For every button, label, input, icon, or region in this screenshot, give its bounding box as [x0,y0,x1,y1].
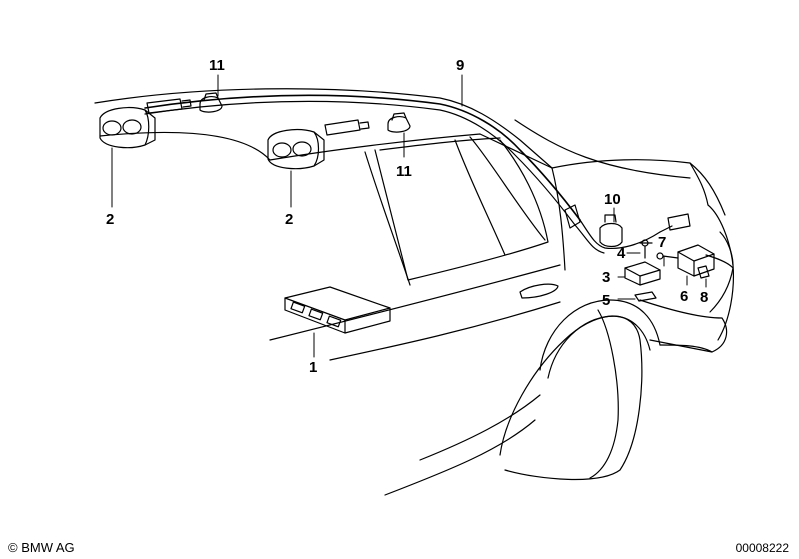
callout-7: 7 [658,234,666,251]
speaker-left [99,107,156,149]
callout-11-top: 11 [209,57,225,74]
car-body-outline [94,88,735,496]
amplifier-part-10 [599,214,623,248]
callout-9: 9 [456,57,464,74]
callout-4: 4 [617,245,626,262]
harness-connectors [146,98,691,231]
control-module [284,286,391,334]
callout-1: 1 [309,359,317,376]
clip-part-11 [199,92,411,133]
cable-harness [144,94,673,254]
callout-2-left: 2 [106,211,114,228]
callout-6: 6 [680,288,688,305]
diagram-code: 00008222 [735,541,789,555]
speaker-center [267,129,325,170]
callout-11-lower: 11 [396,163,412,180]
small-hardware-parts [624,239,715,302]
leader-lines [111,74,707,358]
copyright-label: © BMW AG [8,540,75,555]
callout-5: 5 [602,292,610,309]
callout-3: 3 [602,269,610,286]
callout-8: 8 [700,289,708,306]
callout-10: 10 [604,191,621,208]
callout-labels: 1 2 2 3 4 5 6 7 8 9 10 11 11 [106,57,708,376]
callout-2-center: 2 [285,211,293,228]
